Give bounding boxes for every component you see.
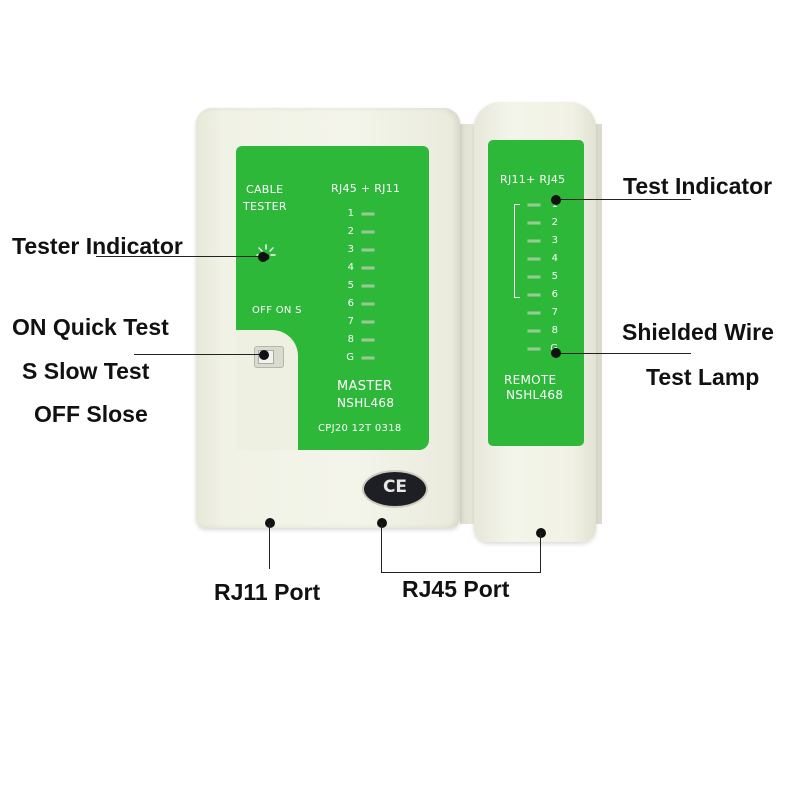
ce-badge	[362, 470, 428, 508]
pointer-dot-mode-switch	[259, 350, 269, 360]
shield-strip-left	[460, 124, 476, 524]
leader-rj45-right	[540, 533, 541, 573]
master-pin-label: 6	[347, 298, 354, 309]
leader-rj11-port	[269, 523, 270, 569]
master-pin-label: 7	[347, 316, 354, 327]
master-pin-label: 3	[347, 244, 354, 255]
callout-test-indicator: Test Indicator	[623, 173, 773, 199]
master-pin-led	[361, 302, 375, 306]
remote-model-line2: NSHL468	[506, 388, 564, 402]
callout-slow-test: S Slow Test	[22, 358, 150, 384]
master-pin-led	[361, 338, 375, 342]
remote-pin-led	[527, 293, 541, 297]
master-pin-led	[361, 320, 375, 324]
pointer-dot-rj45-remote	[536, 528, 546, 538]
master-pin-label: 2	[347, 226, 354, 237]
callout-tester-indicator: Tester Indicator	[12, 233, 183, 259]
pointer-dot-test-indicator	[551, 195, 561, 205]
pointer-dot-shielded-wire	[551, 348, 561, 358]
pointer-dot-tester-indicator	[258, 252, 268, 262]
callout-test-lamp: Test Lamp	[646, 364, 760, 390]
leader-tester-indicator	[96, 256, 262, 257]
remote-pin-led	[527, 221, 541, 225]
master-pin-led	[361, 230, 375, 234]
remote-pin-label: 7	[551, 307, 558, 318]
master-pin-label: 8	[347, 334, 354, 345]
remote-pin-led	[527, 257, 541, 261]
remote-pin-led	[527, 347, 541, 351]
master-pin-label: 5	[347, 280, 354, 291]
ce-badge-text: CE	[382, 477, 408, 497]
master-title-line2: TESTER	[243, 200, 287, 213]
remote-pin-bracket	[514, 204, 520, 298]
remote-pin-led	[527, 239, 541, 243]
callout-slose: OFF Slose	[34, 401, 148, 427]
master-pin-led	[361, 266, 375, 270]
callout-shielded-wire: Shielded Wire	[622, 319, 774, 345]
remote-pin-label: 5	[551, 271, 558, 282]
master-model-line2: NSHL468	[337, 396, 395, 410]
callout-quick-test: ON Quick Test	[12, 314, 169, 340]
remote-model-line1: REMOTE	[504, 373, 557, 387]
remote-pin-led	[527, 203, 541, 207]
callout-rj45-port: RJ45 Port	[402, 576, 510, 602]
master-pin-label: G	[346, 352, 354, 363]
leader-shielded-wire	[557, 353, 691, 354]
master-pin-led	[361, 356, 375, 360]
remote-pin-label: 3	[551, 235, 558, 246]
remote-pin-label: 2	[551, 217, 558, 228]
callout-rj11-port: RJ11 Port	[214, 579, 321, 605]
remote-pin-label: 4	[551, 253, 558, 264]
leader-mode-switch	[134, 354, 262, 355]
master-pin-led	[361, 284, 375, 288]
master-connector-label: RJ45 + RJ11	[331, 182, 401, 195]
master-model-line1: MASTER	[337, 379, 393, 394]
master-pin-led	[361, 248, 375, 252]
master-pin-led	[361, 212, 375, 216]
leader-rj45-bar	[381, 572, 541, 573]
master-pin-label: 4	[347, 262, 354, 273]
pointer-dot-rj11-port	[265, 518, 275, 528]
remote-pin-label: 8	[551, 325, 558, 336]
master-serial: CPJ20 12T 0318	[318, 423, 402, 434]
master-title-line1: CABLE	[246, 183, 284, 196]
leader-test-indicator	[557, 199, 691, 200]
remote-pin-led	[527, 329, 541, 333]
remote-connector-label: RJ11+ RJ45	[500, 173, 566, 186]
leader-rj45-left	[381, 523, 382, 573]
remote-pin-led	[527, 311, 541, 315]
master-pin-label: 1	[347, 208, 354, 219]
master-switch-label: OFF ON S	[252, 305, 302, 316]
pointer-dot-rj45-master	[377, 518, 387, 528]
remote-pin-led	[527, 275, 541, 279]
remote-pin-label: 6	[551, 289, 558, 300]
